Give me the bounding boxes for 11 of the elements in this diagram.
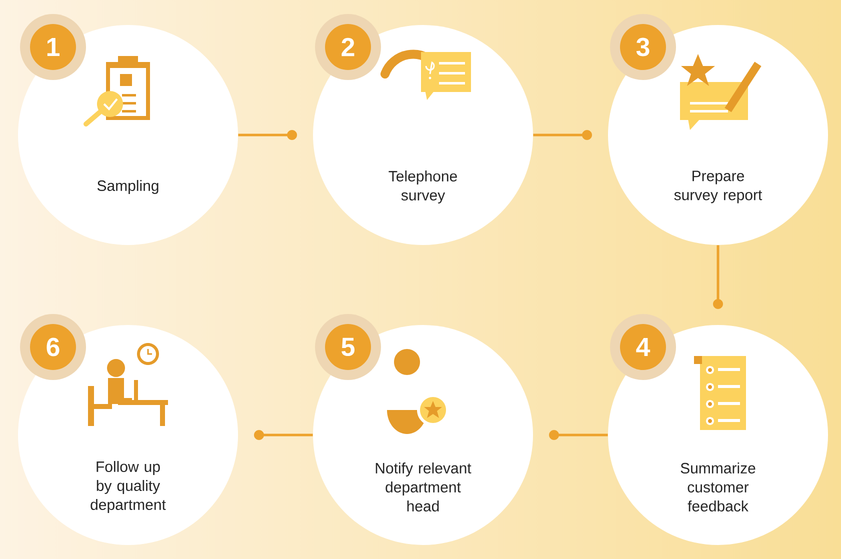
number-badge: 1 bbox=[20, 14, 86, 80]
number-badge: 4 bbox=[610, 314, 676, 380]
number-badge: 2 bbox=[315, 14, 381, 80]
connector bbox=[254, 430, 313, 440]
connector bbox=[238, 130, 297, 140]
connector bbox=[549, 430, 608, 440]
connector bbox=[533, 130, 592, 140]
connector bbox=[713, 245, 723, 309]
number-badge: 5 bbox=[315, 314, 381, 380]
number-badge: 6 bbox=[20, 314, 86, 380]
number-badge: 3 bbox=[610, 14, 676, 80]
